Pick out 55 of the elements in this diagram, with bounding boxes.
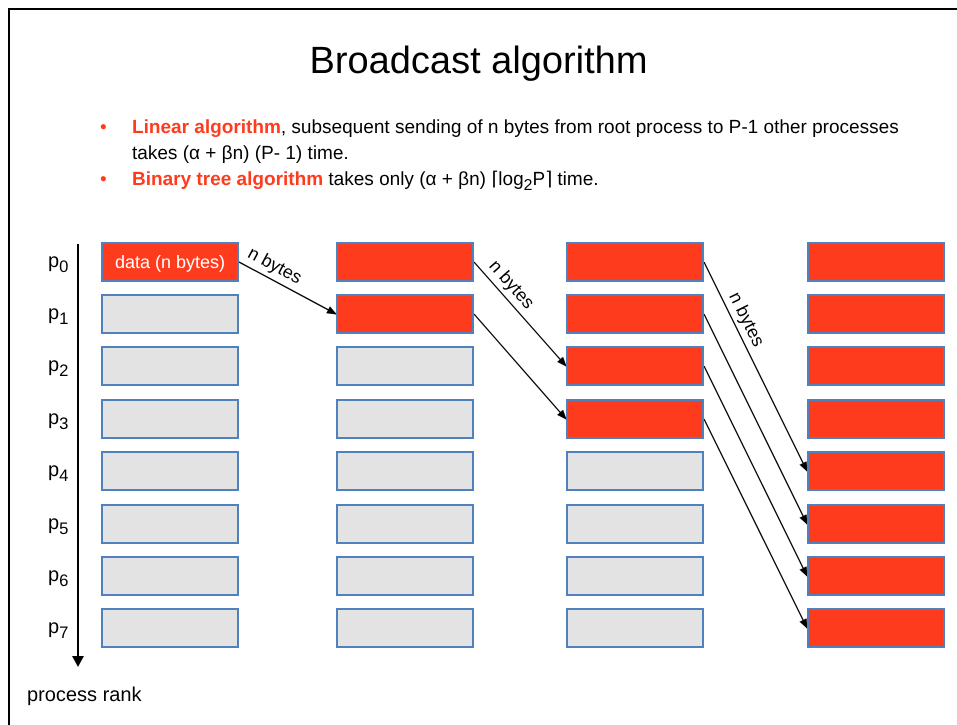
buffer-block xyxy=(807,556,945,596)
buffer-block xyxy=(566,294,704,334)
buffer-block xyxy=(566,346,704,386)
buffer-block xyxy=(336,294,474,334)
buffer-block xyxy=(101,451,239,491)
buffer-block xyxy=(807,294,945,334)
buffer-block xyxy=(101,346,239,386)
buffer-block xyxy=(336,608,474,648)
process-label: p$_{2}$ xyxy=(48,354,68,381)
buffer-block xyxy=(101,608,239,648)
buffer-block xyxy=(336,346,474,386)
bullet-text: Binary tree algorithm takes only (α + βn) ⌈log$_{2}$P⌉ time. xyxy=(132,168,600,196)
buffer-block xyxy=(807,451,945,491)
buffer-block xyxy=(807,504,945,544)
buffer-block xyxy=(807,346,945,386)
edge-label: n bytes xyxy=(726,288,770,349)
buffer-block xyxy=(807,242,945,282)
bullet-point: • xyxy=(100,168,107,192)
buffer-block xyxy=(336,451,474,491)
slide-title: Broadcast algorithm xyxy=(308,40,648,83)
buffer-block xyxy=(101,556,239,596)
buffer-block xyxy=(101,399,239,439)
axis-label: process rank xyxy=(27,684,142,707)
bullet-point: • xyxy=(100,116,107,140)
buffer-block xyxy=(101,504,239,544)
buffer-block xyxy=(101,294,239,334)
process-label: p$_{4}$ xyxy=(48,459,68,486)
buffer-block xyxy=(566,451,704,491)
buffer-block xyxy=(807,608,945,648)
buffer-block xyxy=(336,504,474,544)
process-label: p$_{6}$ xyxy=(48,564,68,591)
arrow xyxy=(703,418,808,629)
buffer-block xyxy=(566,556,704,596)
buffer-block xyxy=(566,399,704,439)
process-label: p$_{7}$ xyxy=(48,616,68,643)
arrow xyxy=(703,314,808,525)
buffer-block xyxy=(566,608,704,648)
buffer-block xyxy=(336,556,474,596)
edge-label: n bytes xyxy=(244,242,306,288)
arrow xyxy=(703,366,808,577)
process-label: p$_{1}$ xyxy=(48,302,68,329)
arrow xyxy=(474,262,567,367)
process-label: p$_{0}$ xyxy=(48,250,68,277)
buffer-block xyxy=(807,399,945,439)
arrow xyxy=(703,262,808,472)
buffer-block xyxy=(566,242,704,282)
arrow xyxy=(238,261,337,315)
process-label: p$_{3}$ xyxy=(48,407,68,434)
process-label: p$_{5}$ xyxy=(48,512,68,539)
buffer-block xyxy=(566,504,704,544)
bullet-text: Linear algorithm, subsequent sending of n bytes from root process to P-1 other processes takes (α + βn) (P- 1) time. xyxy=(132,116,900,166)
data-block: data (n bytes) xyxy=(101,242,239,282)
arrow xyxy=(474,314,567,420)
buffer-block xyxy=(336,399,474,439)
buffer-block xyxy=(336,242,474,282)
